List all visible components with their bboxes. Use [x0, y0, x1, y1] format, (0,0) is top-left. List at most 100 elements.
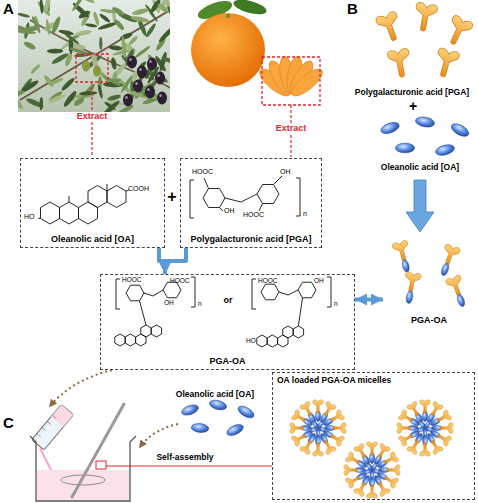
ring-bond: [41, 202, 60, 224]
ring-bond: [79, 202, 98, 224]
oa-icon: [379, 120, 400, 136]
pga-icon: [291, 431, 308, 447]
pga-icon: [432, 47, 460, 79]
bond: [38, 218, 41, 220]
pga-icon: [299, 401, 315, 418]
leaf: [71, 0, 86, 12]
atom-label: OH: [224, 207, 235, 215]
leaf: [98, 13, 111, 24]
leaf: [111, 6, 125, 17]
leaf: [85, 23, 98, 28]
conjunction: or: [224, 296, 233, 306]
atom-label: n: [334, 300, 338, 307]
cylinder-body: [32, 404, 74, 450]
leaf: [97, 21, 117, 31]
pga-icon: [345, 451, 362, 467]
olive-highlight: [149, 60, 151, 63]
leaf: [145, 22, 157, 38]
pga-icon: [439, 423, 453, 434]
scale-mark: [42, 427, 46, 430]
atom-label: n: [303, 210, 307, 218]
pga-icon: [392, 240, 412, 263]
pga-icon: [353, 443, 369, 460]
content-box: Oleanolic acid [OA]: [20, 158, 165, 248]
leaf: [130, 15, 150, 23]
ring-bond: [60, 202, 79, 224]
olive-fruit: [157, 92, 167, 105]
pga-icon: [313, 442, 324, 456]
pga-oa-icon: [436, 244, 461, 279]
leaf: [92, 11, 100, 26]
pga-oa-icon: [392, 240, 415, 274]
leaf: [131, 7, 149, 16]
zoom-box: [96, 461, 106, 469]
atom-label: HOOC: [258, 277, 278, 284]
component-label: Oleanolic acid [OA]: [176, 390, 254, 399]
bond: [298, 298, 302, 326]
leaf: [79, 91, 98, 96]
ring-bond: [141, 325, 151, 337]
pga-icon: [412, 2, 438, 33]
bond: [140, 301, 147, 325]
leaf: [97, 84, 103, 99]
orange-fruit: [191, 13, 265, 87]
pga-icon: [328, 409, 345, 425]
pga-icon: [428, 401, 444, 418]
leaf: [161, 55, 170, 65]
olive-highlight: [157, 74, 159, 77]
pga-icon: [403, 271, 422, 293]
olive-highlight: [159, 94, 161, 97]
pga-icon: [367, 442, 378, 456]
orange-stem: [226, 14, 230, 18]
bond: [116, 279, 120, 309]
leaf: [47, 93, 66, 104]
cylinder-liquid: [51, 404, 74, 427]
leaf: [102, 74, 122, 87]
panel-letter: B: [347, 1, 358, 18]
leaf: [39, 0, 43, 14]
photo-background: [18, 0, 170, 112]
scale-mark: [47, 421, 51, 424]
leaf: [18, 12, 30, 18]
oa-icon: [395, 143, 414, 153]
pga-icon: [443, 14, 474, 48]
leaf: [107, 94, 122, 102]
olive-photo: [18, 0, 170, 112]
atom-label: OH: [164, 299, 174, 306]
oa-icon: [317, 421, 324, 429]
pga-icon: [290, 423, 304, 434]
ring-bond: [283, 326, 293, 338]
bond: [296, 178, 300, 216]
node-label: Polygalacturonic acid [PGA]: [183, 234, 319, 244]
component-label: Polygalacturonic acid [PGA]: [355, 88, 469, 97]
leaf: [110, 57, 117, 70]
atom-label: HOOC: [122, 276, 142, 283]
beaker: [30, 436, 136, 501]
pga-icon: [398, 409, 415, 425]
atom-label: HOOC: [170, 277, 190, 284]
pga-icon: [397, 423, 411, 434]
olive-highlight: [147, 88, 149, 91]
leaf: [51, 52, 70, 66]
ring-bond: [261, 284, 279, 300]
ring-bond: [298, 282, 316, 298]
leaf: [82, 83, 97, 99]
ring-bond: [163, 282, 181, 298]
leaf: [82, 0, 95, 4]
branch: [20, 10, 170, 100]
ring-bond: [293, 326, 303, 338]
panel-letter: A: [3, 1, 14, 18]
olive-fruit: [155, 72, 165, 85]
bond: [259, 204, 263, 212]
pour-arrow: [50, 370, 112, 406]
bond: [279, 290, 298, 295]
olive-highlight: [129, 58, 131, 61]
leaf: [18, 89, 25, 98]
leaf: [18, 96, 24, 110]
olive-fruit: [147, 58, 157, 71]
bond: [274, 176, 283, 185]
bond: [69, 196, 70, 202]
pga-icon: [382, 473, 399, 489]
panel-letter: C: [3, 415, 14, 432]
leaf: [74, 29, 92, 37]
